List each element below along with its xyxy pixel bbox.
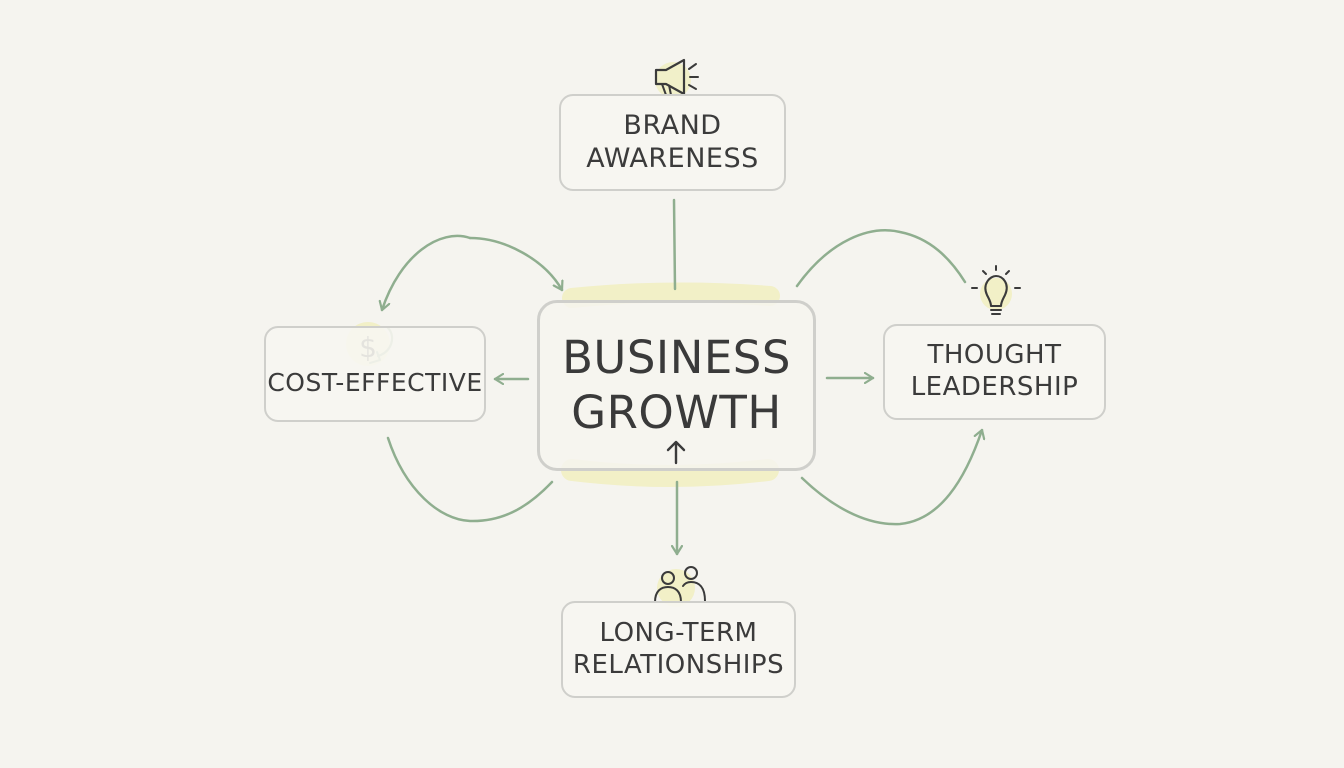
people-icon xyxy=(654,566,706,607)
curved-arrow-top-left-down xyxy=(382,234,472,312)
long-term-label-line-2: RELATIONSHIPS xyxy=(572,649,785,680)
highlight-bottom xyxy=(561,459,779,487)
megaphone-icon xyxy=(654,58,699,98)
brand-awareness-node: BRAND AWARENESS xyxy=(559,94,786,191)
business-growth-label-line-2: GROWTH xyxy=(571,385,782,439)
curved-arrow-bottom-right xyxy=(800,428,982,526)
cost-effective-label: COST-EFFECTIVE xyxy=(267,367,483,397)
business-growth-label-line-1: BUSINESS xyxy=(562,330,791,384)
thought-leadership-node: THOUGHT LEADERSHIP xyxy=(883,324,1106,420)
brand-awareness-label-line-2: AWARENESS xyxy=(586,142,759,174)
curved-arrow-top-left-right xyxy=(468,236,562,292)
up-arrow-icon xyxy=(666,440,686,465)
connector-brand-to-center xyxy=(672,198,677,291)
highlight-top xyxy=(562,282,780,308)
long-term-label-line-1: LONG-TERM xyxy=(599,617,758,648)
lightbulb-icon xyxy=(971,265,1021,315)
thought-leadership-label-line-2: LEADERSHIP xyxy=(910,372,1079,402)
brand-awareness-label-line-1: BRAND xyxy=(623,109,722,141)
long-term-relationships-node: LONG-TERM RELATIONSHIPS xyxy=(561,601,796,698)
thought-leadership-label-line-1: THOUGHT xyxy=(927,340,1062,371)
curved-arrow-bottom-left xyxy=(386,436,554,523)
curved-arrow-top-right xyxy=(795,229,967,288)
cost-effective-node: COST-EFFECTIVE xyxy=(264,326,486,422)
